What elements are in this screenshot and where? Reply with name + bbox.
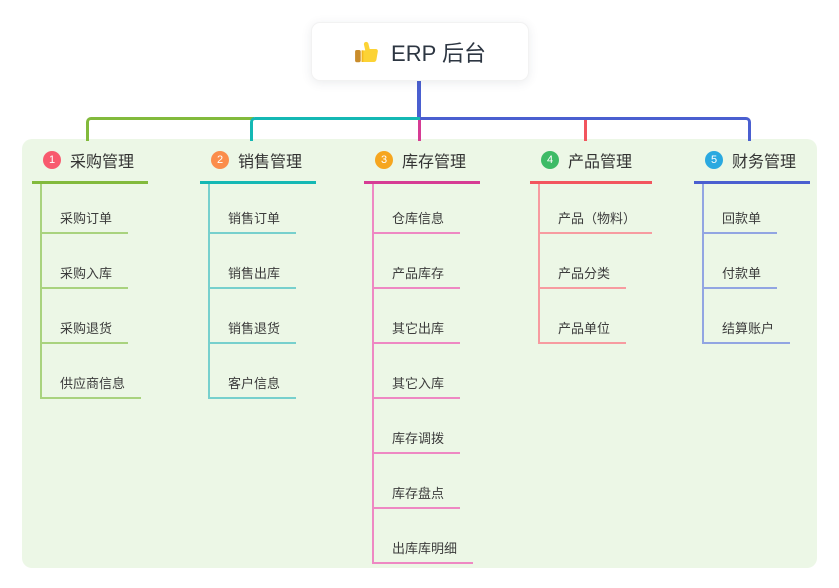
- connector-branch-1: [86, 117, 254, 141]
- branch-node-product[interactable]: 4 产品管理: [530, 143, 653, 184]
- child-node[interactable]: 产品单位: [540, 289, 627, 344]
- branch-product: 4 产品管理 产品（物料） 产品分类 产品单位: [530, 143, 653, 344]
- child-node[interactable]: 采购退货: [42, 289, 129, 344]
- branch-children: 采购订单 采购入库 采购退货 供应商信息: [40, 184, 142, 399]
- branch-label: 财务管理: [732, 154, 797, 171]
- child-node[interactable]: 销售订单: [210, 184, 297, 234]
- branch-children: 销售订单 销售出库 销售退货 客户信息: [208, 184, 297, 399]
- connector-branch-5: [420, 117, 751, 141]
- connector-branch-3: [418, 120, 421, 141]
- child-node[interactable]: 销售出库: [210, 234, 297, 289]
- child-node[interactable]: 客户信息: [210, 344, 297, 399]
- badge-4: 4: [541, 151, 559, 169]
- branch-children: 产品（物料） 产品分类 产品单位: [538, 184, 653, 344]
- branch-label: 产品管理: [568, 154, 633, 171]
- badge-5: 5: [705, 151, 723, 169]
- branch-purchase: 1 采购管理 采购订单 采购入库 采购退货 供应商信息: [32, 143, 149, 399]
- child-node[interactable]: 销售退货: [210, 289, 297, 344]
- root-connector-line: [417, 81, 421, 118]
- child-node[interactable]: 采购入库: [42, 234, 129, 289]
- child-node[interactable]: 库存盘点: [374, 454, 461, 509]
- branch-label: 采购管理: [70, 154, 135, 171]
- thumbs-up-icon: [355, 41, 378, 62]
- child-node[interactable]: 付款单: [704, 234, 778, 289]
- branch-children: 回款单 付款单 结算账户: [702, 184, 791, 344]
- root-label: ERP 后台: [391, 40, 486, 66]
- child-node[interactable]: 其它入库: [374, 344, 461, 399]
- root-node[interactable]: ERP 后台: [311, 22, 529, 81]
- connector-branch-4: [584, 120, 587, 141]
- child-node[interactable]: 仓库信息: [374, 184, 461, 234]
- child-node[interactable]: 产品库存: [374, 234, 461, 289]
- branch-node-purchase[interactable]: 1 采购管理: [32, 143, 149, 184]
- child-node[interactable]: 结算账户: [704, 289, 791, 344]
- child-node[interactable]: 供应商信息: [42, 344, 142, 399]
- badge-3: 3: [375, 151, 393, 169]
- child-node[interactable]: 产品（物料）: [540, 184, 653, 234]
- connector-branch-2: [250, 117, 420, 141]
- badge-1: 1: [43, 151, 61, 169]
- branches-panel: [22, 139, 817, 568]
- branch-label: 库存管理: [402, 154, 467, 171]
- branch-sales: 2 销售管理 销售订单 销售出库 销售退货 客户信息: [200, 143, 317, 399]
- branch-node-finance[interactable]: 5 财务管理: [694, 143, 811, 184]
- branch-node-sales[interactable]: 2 销售管理: [200, 143, 317, 184]
- branch-node-inventory[interactable]: 3 库存管理: [364, 143, 481, 184]
- branch-label: 销售管理: [238, 154, 303, 171]
- branch-finance: 5 财务管理 回款单 付款单 结算账户: [694, 143, 811, 344]
- branch-children: 仓库信息 产品库存 其它出库 其它入库 库存调拨 库存盘点 出库库明细: [372, 184, 474, 564]
- child-node[interactable]: 出库库明细: [374, 509, 474, 564]
- child-node[interactable]: 其它出库: [374, 289, 461, 344]
- branch-inventory: 3 库存管理 仓库信息 产品库存 其它出库 其它入库 库存调拨 库存盘点 出库库…: [364, 143, 481, 564]
- badge-2: 2: [211, 151, 229, 169]
- child-node[interactable]: 库存调拨: [374, 399, 461, 454]
- child-node[interactable]: 采购订单: [42, 184, 129, 234]
- child-node[interactable]: 产品分类: [540, 234, 627, 289]
- child-node[interactable]: 回款单: [704, 184, 778, 234]
